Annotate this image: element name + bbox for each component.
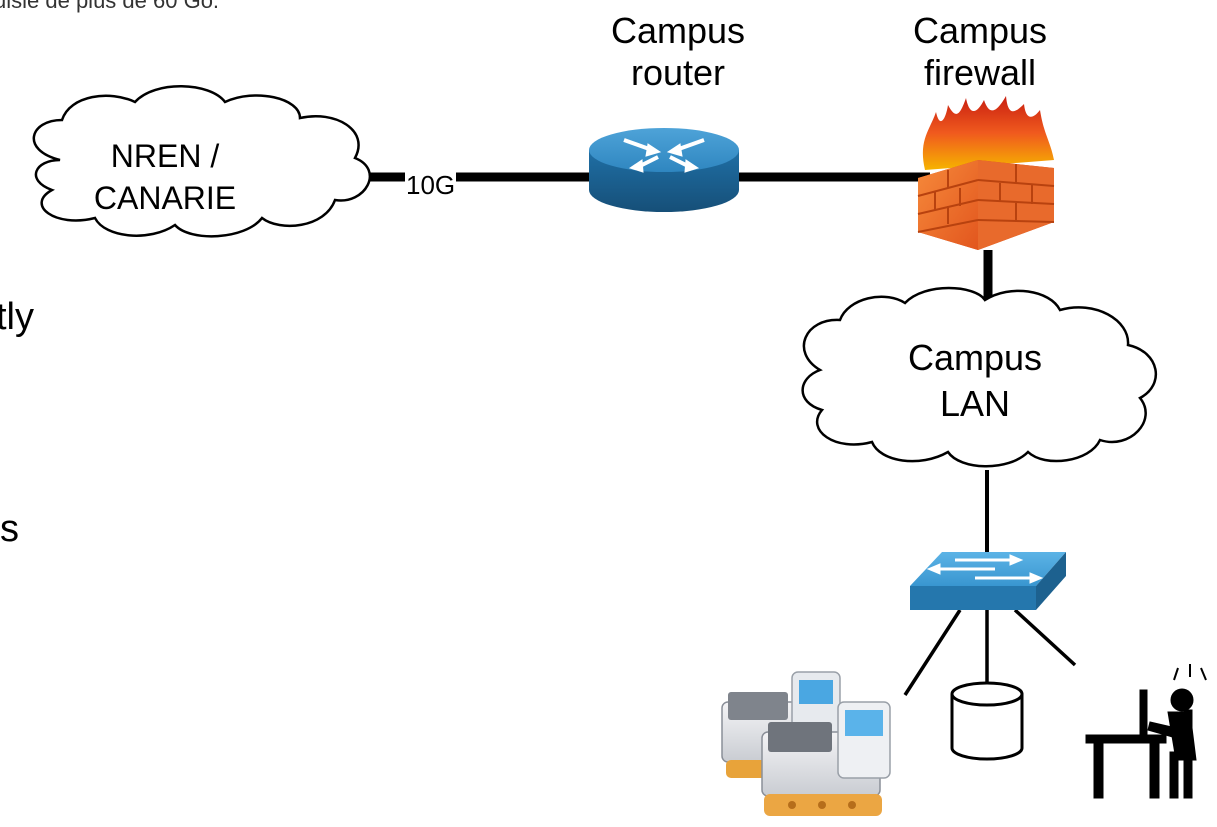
network-links xyxy=(355,172,1077,696)
uplink-speed-label: 10G xyxy=(405,170,457,200)
link-switch-user xyxy=(1013,608,1077,667)
slide-text-fragment: s xyxy=(0,508,19,550)
router-label: Campus router xyxy=(578,10,778,94)
link-switch-instruments xyxy=(903,609,962,696)
lan-label-line1: Campus xyxy=(907,337,1043,378)
lab-instrument-icon xyxy=(721,671,891,816)
slide-text-fragment: tly xyxy=(0,296,34,338)
slide-text-cut-off: uisie de plus de 60 Go. xyxy=(0,0,220,13)
lan-cloud-icon xyxy=(801,286,1158,468)
firewall-label-line1: Campus xyxy=(912,10,1048,51)
lan-label-line2: LAN xyxy=(939,383,1011,424)
firewall-icon xyxy=(917,96,1055,250)
lan-label: Campus LAN xyxy=(870,335,1080,427)
nren-label: NREN / CANARIE xyxy=(60,135,270,219)
firewall-label: Campus firewall xyxy=(880,10,1080,94)
nren-cloud-icon xyxy=(32,85,372,238)
router-icon xyxy=(589,128,739,212)
router-label-line1: Campus xyxy=(610,10,746,51)
firewall-label-line2: firewall xyxy=(923,52,1037,93)
user-at-desk-icon xyxy=(1085,664,1207,799)
storage-cylinder-icon xyxy=(950,681,1024,761)
nren-label-line2: CANARIE xyxy=(93,180,237,216)
switch-icon xyxy=(910,552,1066,610)
nren-label-line1: NREN / xyxy=(110,138,220,174)
router-label-line2: router xyxy=(630,52,726,93)
